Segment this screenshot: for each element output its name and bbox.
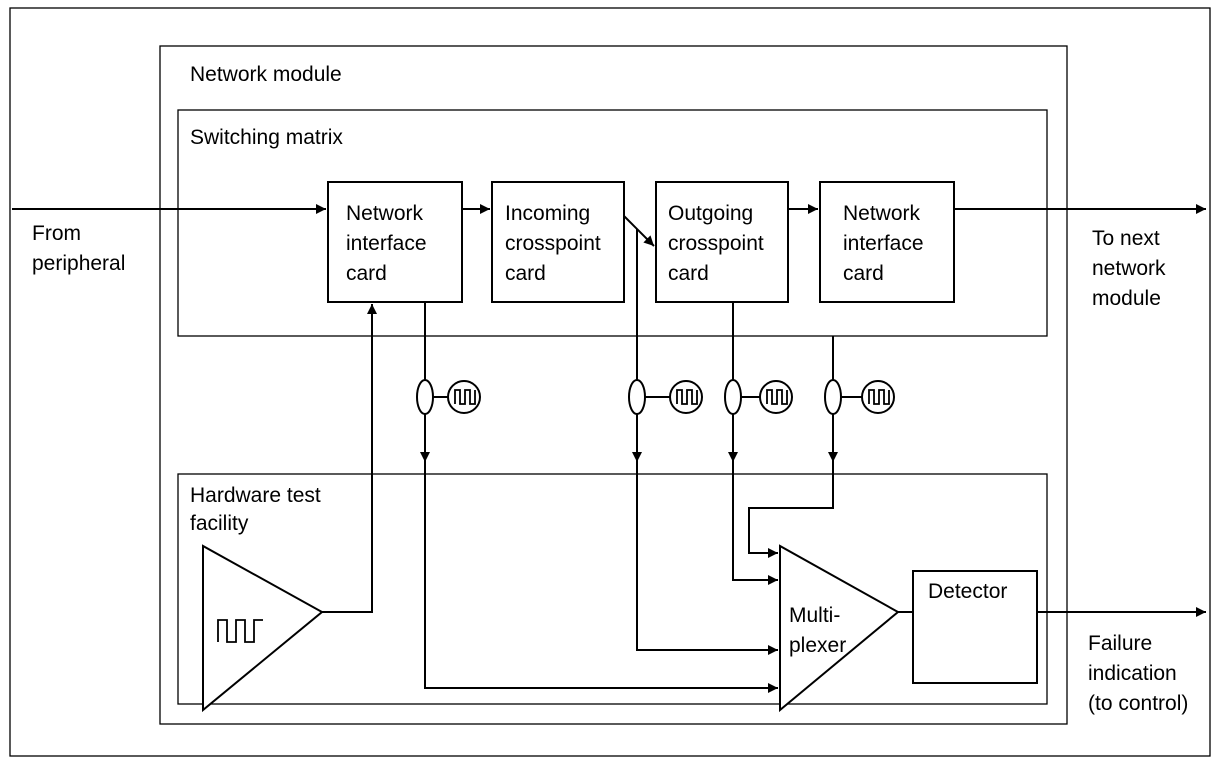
mux-input-line-3 (732, 462, 778, 585)
incoming-to-outgoing-arrow (623, 215, 655, 247)
svg-text:Outgoing crosspoint: Outgoing crosspoint card (668, 202, 770, 285)
network-interface-card-out: Network interface card (819, 181, 955, 303)
probe-4 (824, 379, 895, 415)
coupler-icon (416, 379, 434, 415)
mux-input-line-1 (424, 462, 778, 693)
probe-1 (416, 379, 481, 415)
failure-indication-label: Failure indication (to control) (1088, 632, 1188, 715)
coupler-icon (628, 379, 646, 415)
test-pattern-generator (202, 544, 324, 713)
square-wave-generator-icon (217, 619, 263, 643)
coupler-icon (724, 379, 742, 415)
switching-matrix-frame (177, 109, 1048, 337)
probe-2 (628, 379, 703, 415)
square-wave-detector-icon (861, 380, 895, 414)
multiplexer: Multi- plexer (779, 544, 900, 713)
svg-text:Detector: Detector (928, 580, 1007, 603)
probe-3 (724, 379, 793, 415)
square-wave-detector-icon (759, 380, 793, 414)
to-next-network-module-label: To next network module (1092, 227, 1171, 310)
network-module-frame (159, 45, 1068, 725)
square-wave-detector-icon (669, 380, 703, 414)
outer-border (9, 7, 1211, 757)
hardware-test-facility-frame (177, 473, 1048, 705)
from-peripheral-label: From peripheral (32, 222, 125, 275)
network-module-label: Network module (190, 63, 342, 86)
generator-to-nic-line (322, 304, 377, 613)
coupler-icon (824, 379, 842, 415)
svg-text:Network interface: Network interface card (346, 202, 432, 285)
detector: Detector (912, 570, 1038, 684)
outgoing-crosspoint-card: Outgoing crosspoint card (655, 181, 789, 303)
svg-text:Incoming crosspoint: Incoming crosspoint card (505, 202, 607, 285)
mux-input-line-2 (636, 462, 778, 655)
mux-input-line-4 (748, 462, 834, 558)
square-wave-detector-icon (447, 380, 481, 414)
hardware-test-facility-label: Hardware test facility (190, 484, 327, 535)
switching-matrix-label: Switching matrix (190, 126, 343, 149)
incoming-crosspoint-card: Incoming crosspoint card (491, 181, 625, 303)
svg-text:Network interface: Network interface card (843, 202, 929, 285)
svg-text:Multi- plexer: Multi- plexer (789, 604, 846, 657)
network-interface-card-in: Network interface card (327, 181, 463, 303)
